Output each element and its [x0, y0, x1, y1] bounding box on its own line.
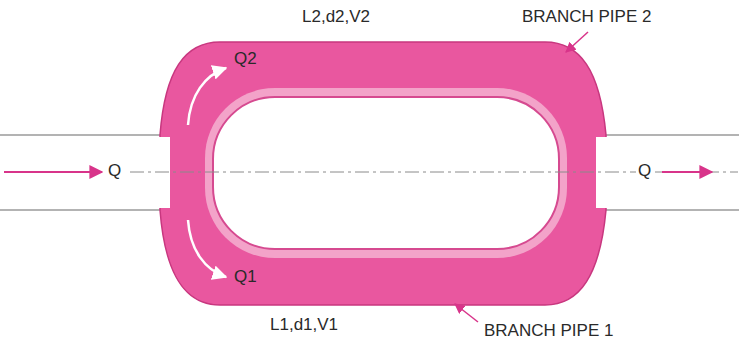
inner-core [213, 97, 559, 249]
inner-rim [205, 88, 567, 258]
leader-line [455, 304, 478, 322]
split-arrow-bottom [188, 220, 226, 277]
part-name: BRANCH PIPE 2 [520, 8, 653, 27]
part-name: BRANCH PIPE 1 [482, 322, 615, 341]
flow-label: Q1 [232, 268, 259, 287]
flow-label: Q2 [232, 50, 259, 69]
inlet-pipe [0, 135, 170, 210]
outlet-flow-arrow [662, 171, 712, 173]
pipe-1-parameters: L1,d1,V1 [268, 316, 340, 335]
flow-label: Q [106, 162, 123, 181]
pipe-2-parameters: L2,d2,V2 [300, 8, 372, 27]
leader-line [566, 32, 588, 52]
flow-label: Q [636, 162, 653, 181]
inlet-flow-arrow [4, 171, 102, 173]
branch-pipe-body [160, 42, 606, 305]
split-arrow-top [188, 68, 226, 125]
